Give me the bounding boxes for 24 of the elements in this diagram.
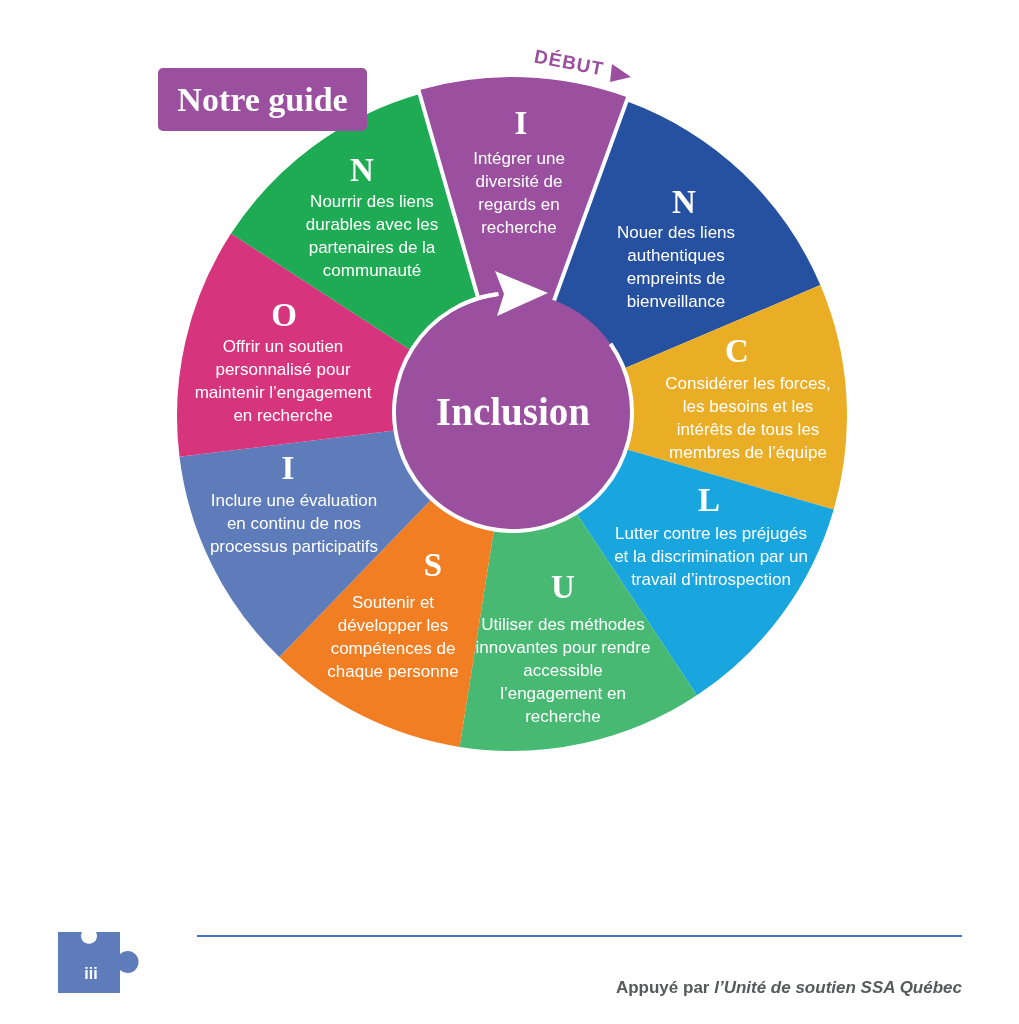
segment-letter: U <box>551 570 575 604</box>
title-banner: Notre guide <box>158 68 367 131</box>
segment-letter: C <box>725 334 749 368</box>
segment-letter: N <box>350 153 374 187</box>
segment-text: Lutter contre les préjugés et la discrimination par un travail d’introspection <box>613 523 809 591</box>
start-label: DÉBUT <box>532 46 606 80</box>
segment-letter: O <box>271 298 297 332</box>
segment-letter: I <box>281 451 295 485</box>
segment-letter: L <box>698 483 720 517</box>
segment-text: Inclure une évaluation en continu de nos processus participatifs <box>209 490 379 558</box>
segment-text: Nouer des liens authentiques empreints de bienveillance <box>616 222 736 313</box>
segment-text: Considérer les forces, les besoins et les intérêts de tous les membres de l’équipe <box>664 373 832 464</box>
segment-text: Utiliser des méthodes innovantes pour rendre accessible l’engagement en recherche <box>475 614 651 728</box>
segment-text: Soutenir et développer les compétences de chaque personne <box>326 592 460 683</box>
page-number: iii <box>84 964 98 982</box>
segment-letter: I <box>514 106 528 140</box>
segment-text: Offrir un soutien personnalisé pour maintenir l’engagement en recherche <box>194 336 372 427</box>
center-label: Inclusion <box>436 390 590 434</box>
segment-text: Intégrer une diversité de regards en recherche <box>472 148 566 239</box>
link: l’Unité de soutien SSA Québec <box>714 978 962 997</box>
segment-text: Nourrir des liens durables avec les partenaires de la communauté <box>305 191 439 282</box>
segment-letter: S <box>423 548 443 582</box>
footer-credit: Appuyé par l’Unité de soutien SSA Québec <box>615 978 962 998</box>
segment-letter: N <box>672 185 696 219</box>
